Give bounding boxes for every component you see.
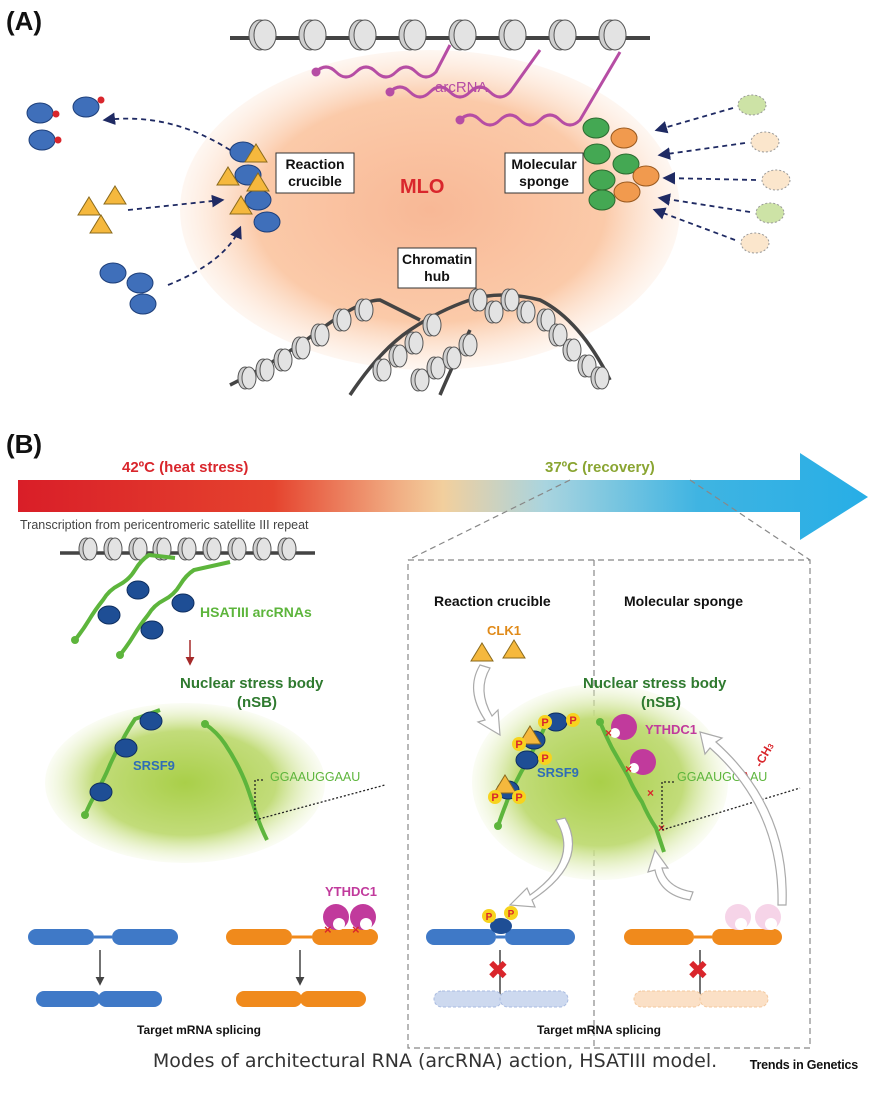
svg-text:P: P (569, 715, 576, 727)
seq-right-label: GGAAUGGAAU (677, 770, 767, 784)
arrow-proteins-in (167, 225, 242, 286)
phosphate-marks: P P P P P P (488, 713, 580, 804)
arrow-products (102, 112, 231, 151)
block-x-icon: ✖ (487, 956, 509, 986)
svg-text:Reaction: Reaction (285, 156, 344, 172)
heat-stress-label: 42ºC (heat stress) (122, 459, 248, 476)
nsb-left-line2: (nSB) (237, 694, 277, 711)
hub-box: Chromatin hub (397, 247, 477, 289)
left-splicing-blue (28, 929, 178, 1007)
ythdc1-return-arrow-1 (647, 848, 694, 901)
ch3-label: -CH3 (752, 740, 777, 770)
svg-text:P: P (508, 909, 515, 920)
sponge-box: Molecular sponge (504, 152, 584, 194)
ythdc1-bottom-label: YTHDC1 (325, 884, 377, 899)
transcription-label: Transcription from pericentromeric satel… (20, 518, 309, 532)
panel-a-label: (A) (6, 6, 42, 36)
clk1-label: CLK1 (487, 623, 521, 638)
svg-text:P: P (541, 717, 548, 729)
figure-caption: Modes of architectural RNA (arcRNA) acti… (152, 1050, 718, 1072)
svg-text:×: × (625, 762, 632, 776)
svg-text:Molecular: Molecular (511, 156, 577, 172)
reaction-box: Reaction crucible (275, 152, 355, 194)
svg-text:P: P (541, 753, 548, 765)
mlo-cloud (180, 50, 680, 370)
srsf9-right-label: SRSF9 (537, 765, 579, 780)
srsf9-left-label: SRSF9 (133, 758, 175, 773)
splicing-left-label: Target mRNA splicing (137, 1023, 261, 1037)
reaction-splicing: P P ✖ (426, 906, 575, 1008)
svg-text:×: × (647, 786, 654, 800)
svg-text:×: × (352, 922, 360, 937)
nsb-left-line1: Nuclear stress body (180, 675, 324, 692)
ythdc1-return-arrow-2 (699, 731, 787, 906)
release-flow-arrow (508, 817, 574, 908)
nsb-left-rnas (81, 708, 386, 841)
incoming-molecules (737, 94, 791, 254)
svg-text:crucible: crucible (288, 173, 342, 189)
chromatin-hub-fibers (229, 288, 612, 396)
satellite-chromatin (60, 537, 315, 561)
journal-brand: Trends in Genetics (749, 1058, 858, 1072)
free-proteins (99, 262, 157, 315)
svg-text:P: P (486, 912, 493, 923)
svg-text:×: × (605, 726, 612, 740)
splicing-right-label: Target mRNA splicing (537, 1023, 661, 1037)
arcrna-strands (314, 44, 622, 127)
sponge-arrows (652, 107, 757, 241)
free-triangles (77, 185, 127, 234)
svg-text:×: × (324, 922, 332, 937)
sponge-title: Molecular sponge (624, 593, 743, 609)
hsatiii-arcrnas (71, 552, 231, 659)
hsatiii-label: HSATIII arcRNAs (200, 604, 312, 620)
temperature-arrow (18, 453, 868, 540)
ythdc1-right-label: YTHDC1 (645, 722, 697, 737)
svg-text:P: P (491, 792, 498, 804)
svg-text:P: P (515, 739, 522, 751)
mlo-label: MLO (400, 176, 444, 198)
svg-text:hub: hub (424, 268, 450, 284)
block-x-icon-2: ✖ (687, 956, 709, 986)
top-chromatin-fiber (230, 19, 650, 51)
sponge-rna: × × × × (596, 714, 801, 853)
arrow-triangles-in (127, 194, 225, 211)
seq-left-label: GGAAUGGAAU (270, 770, 360, 784)
arcrna-label: arcRNA (435, 79, 488, 96)
svg-text:P: P (515, 792, 522, 804)
reaction-title: Reaction crucible (434, 593, 551, 609)
sponge-cluster (582, 117, 660, 211)
clk1-flow-arrow (473, 664, 501, 737)
svg-text:sponge: sponge (519, 173, 569, 189)
sponge-splicing: ✖ (624, 904, 782, 1008)
product-proteins (26, 96, 105, 151)
reaction-rna (493, 712, 568, 830)
svg-text:Chromatin: Chromatin (402, 251, 472, 267)
nsb-right-line2: (nSB) (641, 694, 681, 711)
svg-text:GGAAUGGAAU: GGAAUGGAAU (677, 770, 767, 784)
recovery-label: 37ºC (recovery) (545, 459, 655, 476)
nsb-left-cloud (45, 703, 325, 863)
nsb-right-line1: Nuclear stress body (583, 675, 727, 692)
left-splicing-orange: × × (226, 904, 378, 1007)
panel-b-label: (B) (6, 429, 42, 459)
